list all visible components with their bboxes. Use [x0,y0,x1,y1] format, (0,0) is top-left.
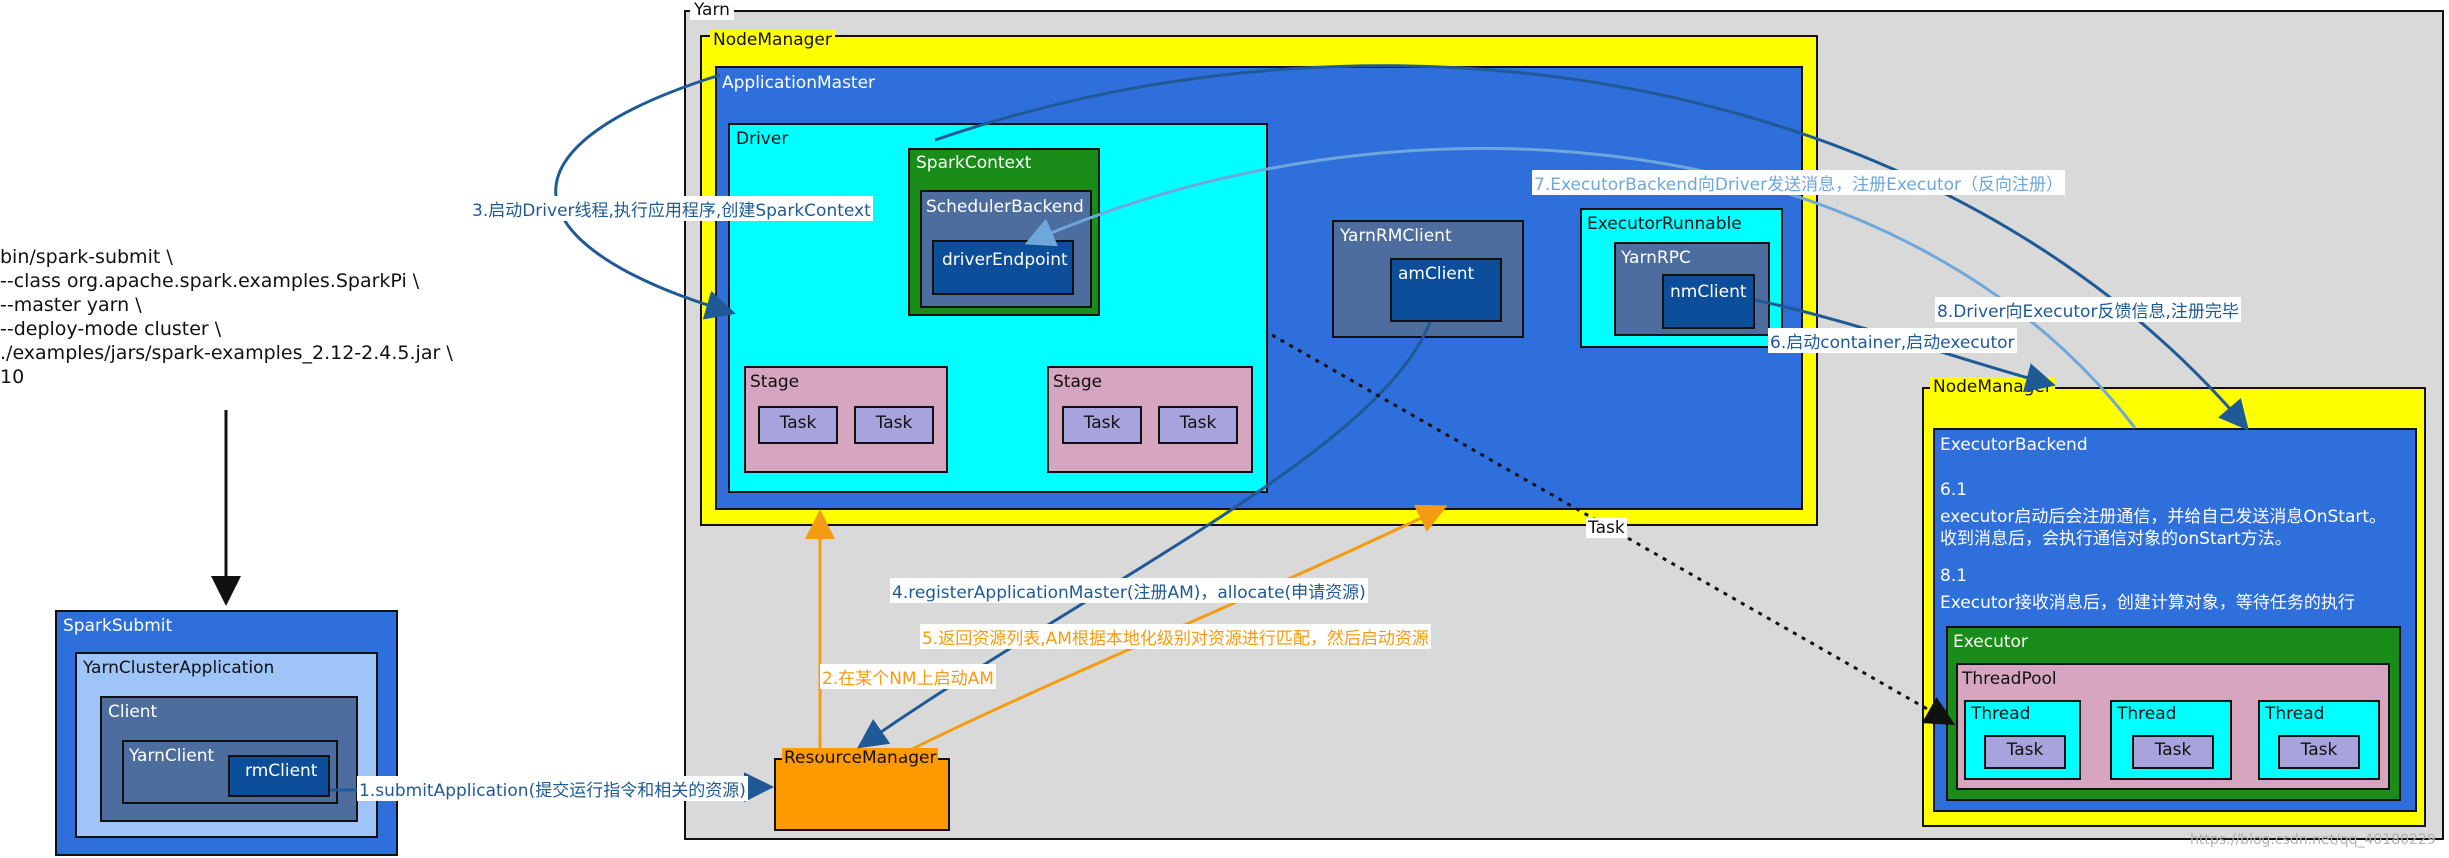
task-cell: Task [1984,735,2066,769]
yarn-title: Yarn [690,0,734,20]
arrow-8 [934,64,2249,431]
task-annotation: Task [1586,518,1627,538]
spark-context-title: SparkContext [916,153,1032,173]
annotation-4: 4.registerApplicationMaster(注册AM)，alloca… [890,578,1368,603]
nm-client-box: nmClient [1662,274,1755,329]
thread-title: Thread [1971,704,2031,724]
annotation-6: 6.启动container,启动executor [1768,328,2017,353]
task-cell: Task [1158,406,1238,444]
thread-pool-title: ThreadPool [1962,669,2057,689]
node-manager-title: NodeManager [710,30,835,50]
yarn-client-title: YarnClient [129,746,215,766]
stage-title: Stage [1053,372,1103,392]
annotation-7: 7.ExecutorBackend向Driver发送消息，注册Executor（… [1532,170,2066,195]
note-6-1-line: executor启动后会注册通信，并给自己发送消息OnStart。 [1940,507,2387,527]
yarn-rm-client-title: YarnRMClient [1340,226,1452,246]
am-client-box: amClient [1390,258,1502,322]
task-cell: Task [758,406,838,444]
command-line: ./examples/jars/spark-examples_2.12-2.4.… [0,342,453,364]
thread-title: Thread [2265,704,2325,724]
yarn-cluster-application-title: YarnClusterApplication [83,658,275,678]
command-line: --deploy-mode cluster \ [0,318,222,340]
application-master-title: ApplicationMaster [722,73,876,93]
note-6-1-number: 6.1 [1940,480,1968,500]
driver-title: Driver [736,129,789,149]
note-8-1-number: 8.1 [1940,566,1968,586]
command-line: bin/spark-submit \ [0,246,173,268]
annotation-1: 1.submitApplication(提交运行指令和相关的资源) [357,776,748,801]
executor-backend-title: ExecutorBackend [1940,435,2088,455]
executor-title: Executor [1953,632,2028,652]
scheduler-backend-title: SchedulerBackend [926,197,1084,217]
executor-runnable-title: ExecutorRunnable [1587,214,1742,234]
command-line: --class org.apache.spark.examples.SparkP… [0,270,420,292]
annotation-2: 2.在某个NM上启动AM [820,664,996,689]
arrow-3 [554,73,736,320]
driver-endpoint-label: driverEndpoint [942,250,1068,270]
task-cell: Task [2278,735,2360,769]
note-6-1-line: 收到消息后，会执行通信对象的onStart方法。 [1940,529,2292,549]
annotation-8: 8.Driver向Executor反馈信息,注册完毕 [1935,297,2241,322]
am-client-label: amClient [1398,264,1475,284]
task-cell: Task [1062,406,1142,444]
rm-client-label: rmClient [245,761,318,781]
thread-title: Thread [2117,704,2177,724]
spark-submit-title: SparkSubmit [63,616,173,636]
rm-client-box: rmClient [228,755,330,797]
command-line: 10 [0,366,25,388]
nm-client-label: nmClient [1670,282,1747,302]
client-title: Client [108,702,158,722]
annotation-5: 5.返回资源列表,AM根据本地化级别对资源进行匹配，然后启动资源 [920,624,1431,649]
stage-title: Stage [750,372,800,392]
yarn-rpc-title: YarnRPC [1621,248,1691,268]
annotation-3: 3.启动Driver线程,执行应用程序,创建SparkContext [470,196,873,221]
watermark: https://blog.csdn.net/qq_40180229 [2190,832,2436,848]
note-8-1-line: Executor接收消息后，创建计算对象，等待任务的执行 [1940,593,2355,613]
driver-endpoint-box: driverEndpoint [932,240,1074,295]
task-cell: Task [854,406,934,444]
command-line: --master yarn \ [0,294,142,316]
task-cell: Task [2132,735,2214,769]
